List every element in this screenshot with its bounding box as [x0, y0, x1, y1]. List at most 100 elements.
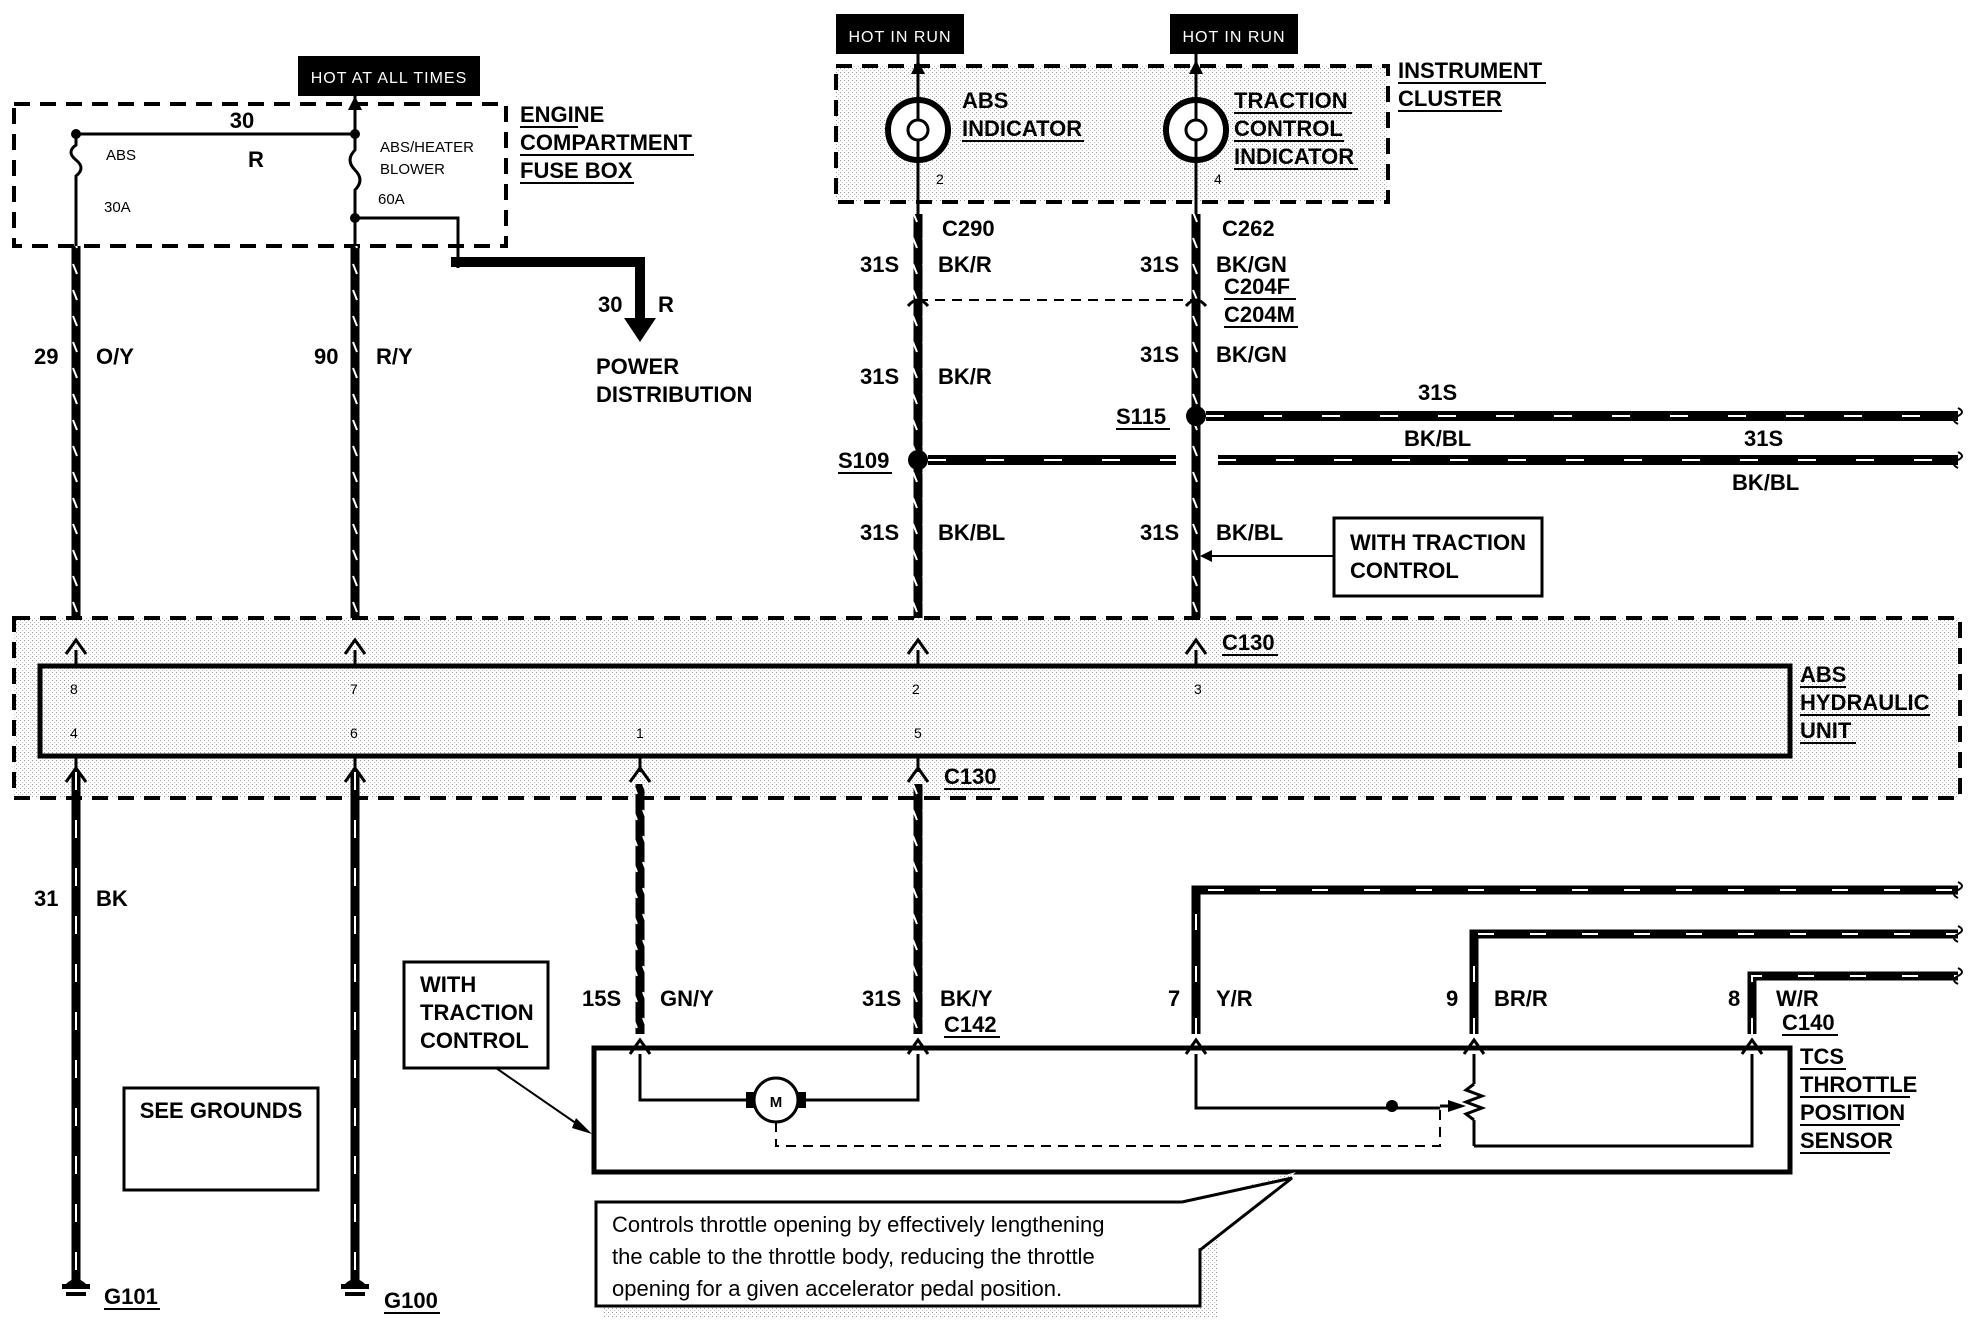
- tcs-throttle-position-sensor: M TCS THROTTLE POSITION SENSOR: [591, 1037, 1917, 1175]
- wire-b-bot-circuit: 31S: [1140, 520, 1179, 545]
- wire-8-circuit: 8: [1728, 986, 1740, 1011]
- wire-31-color: BK: [96, 886, 128, 911]
- pin-8: 8: [70, 681, 78, 697]
- wire-b-mid-circuit: 31S: [1140, 342, 1179, 367]
- ground-g101-icon: [62, 1279, 90, 1296]
- wire-a-mid-circuit: 31S: [860, 364, 899, 389]
- wire-29-color: O/Y: [96, 344, 134, 369]
- wire-29-circuit: 29: [34, 344, 58, 369]
- c204f-label: C204F: [1224, 274, 1290, 299]
- abs-indicator-label-1: ABS: [962, 88, 1008, 113]
- instrument-cluster: HOT IN RUN HOT IN RUN 2 ABS INDICATOR 4 …: [834, 14, 1546, 204]
- tcs-title-1: TCS: [1800, 1044, 1844, 1069]
- power-dist-circuit: 30: [598, 292, 622, 317]
- wire-9-brr: [1469, 929, 1958, 1034]
- g101-label: G101: [104, 1284, 158, 1309]
- abs-indicator-pin: 2: [936, 171, 944, 187]
- note-line-1: Controls throttle opening by effectively…: [612, 1212, 1104, 1237]
- with-tc-lower-line1: WITH: [420, 972, 476, 997]
- description-note: Controls throttle opening by effectively…: [594, 1172, 1296, 1318]
- with-traction-control-note-lower: WITH TRACTION CONTROL: [402, 960, 592, 1134]
- with-traction-control-note-upper: WITH TRACTION CONTROL: [1200, 516, 1544, 598]
- lower-wiring: 31 BK 15S GN/Y 31S BK/Y C142 7 Y/R 9 BR/…: [34, 772, 1963, 1280]
- see-grounds-label: SEE GROUNDS: [140, 1098, 303, 1123]
- tc-indicator-label-3: INDICATOR: [1234, 144, 1354, 169]
- hydraulic-unit-title-1: ABS: [1800, 662, 1846, 687]
- wire-b-bot-color: BK/BL: [1216, 520, 1283, 545]
- see-grounds-box: SEE GROUNDS: [122, 1086, 320, 1192]
- wire-b-top-circuit: 31S: [1140, 252, 1179, 277]
- cluster-title-1: INSTRUMENT: [1398, 58, 1543, 83]
- engine-compartment-fuse-box: 30 R ABS 30A ABS/HEATER BLOWER 60A ENGIN…: [12, 102, 694, 268]
- abs-indicator-label-2: INDICATOR: [962, 116, 1082, 141]
- c204m-label: C204M: [1224, 302, 1295, 327]
- power-dist-color: R: [658, 292, 674, 317]
- upper-wiring: 29 O/Y 90 R/Y C290 31S BK/R 31S BK/R 31S…: [34, 200, 1963, 650]
- c290-label: C290: [942, 216, 995, 241]
- c140-label: C140: [1782, 1010, 1835, 1035]
- motor-label: M: [770, 1094, 783, 1111]
- with-tc-upper-line1: WITH TRACTION: [1350, 530, 1526, 555]
- ground-g100: G100: [341, 1279, 440, 1314]
- wire-7-circuit: 7: [1168, 986, 1180, 1011]
- pin-6: 6: [350, 725, 358, 741]
- pin-5: 5: [914, 725, 922, 741]
- wire-90-circuit: 90: [314, 344, 338, 369]
- abs-fuse-icon: [69, 134, 83, 218]
- fuse-box-title-2: COMPARTMENT: [520, 130, 692, 155]
- wire-15s-color: GN/Y: [660, 986, 714, 1011]
- harness-2-circuit: 31S: [1744, 426, 1783, 451]
- g100-label: G100: [384, 1288, 438, 1313]
- tc-indicator-label-1: TRACTION: [1234, 88, 1348, 113]
- hot-at-all-times-label: HOT AT ALL TIMES: [311, 70, 468, 87]
- abs-fuse-rating: 30A: [104, 199, 131, 216]
- cluster-title-2: CLUSTER: [1398, 86, 1502, 111]
- wire-15s-circuit: 15S: [582, 986, 621, 1011]
- wire-a-mid-color: BK/R: [938, 364, 992, 389]
- harness-1-color: BK/BL: [1404, 426, 1471, 451]
- splice-s115: [1186, 406, 1206, 426]
- abs-indicator-bulb-icon: [885, 97, 951, 200]
- with-tc-lower-line2: TRACTION: [420, 1000, 534, 1025]
- note-line-2: the cable to the throttle body, reducing…: [612, 1244, 1095, 1269]
- heater-fuse-rating: 60A: [378, 191, 405, 208]
- c262-label: C262: [1222, 216, 1275, 241]
- power-dist-label-2: DISTRIBUTION: [596, 382, 752, 407]
- heater-fuse-name-2: BLOWER: [380, 161, 445, 178]
- wire-31s-bky-color: BK/Y: [940, 986, 993, 1011]
- wire-90-color: R/Y: [376, 344, 413, 369]
- s115-label: S115: [1116, 404, 1166, 429]
- with-tc-upper-line2: CONTROL: [1350, 558, 1459, 583]
- abs-hydraulic-unit: C130 8 7 2 3 4 6 1 5 C130 ABS HYDRAULIC …: [12, 616, 1962, 800]
- wire-b-mid-color: BK/GN: [1216, 342, 1287, 367]
- ground-g100-icon: [341, 1279, 369, 1296]
- hot-in-run-2: HOT IN RUN: [1182, 29, 1285, 46]
- tcs-title-4: SENSOR: [1800, 1128, 1893, 1153]
- wire-9-color: BR/R: [1494, 986, 1548, 1011]
- pin-7: 7: [350, 681, 358, 697]
- wire-a-top-color: BK/R: [938, 252, 992, 277]
- pin-4: 4: [70, 725, 78, 741]
- wire-31s-bky-circuit: 31S: [862, 986, 901, 1011]
- wire-7-yr: [1191, 885, 1958, 1034]
- hot-in-run-1: HOT IN RUN: [848, 29, 951, 46]
- wire-a-bot-color: BK/BL: [938, 520, 1005, 545]
- pin-3: 3: [1194, 681, 1202, 697]
- wire-9-circuit: 9: [1446, 986, 1458, 1011]
- power-dist-label-1: POWER: [596, 354, 679, 379]
- heater-fuse-icon: [348, 134, 362, 218]
- fuse-box-title-3: FUSE BOX: [520, 158, 633, 183]
- bus-color-label: R: [248, 147, 264, 172]
- harness-2-color: BK/BL: [1732, 470, 1799, 495]
- wire-b-top-color: BK/GN: [1216, 252, 1287, 277]
- c130-top-label: C130: [1222, 630, 1275, 655]
- tcs-title-3: POSITION: [1800, 1100, 1905, 1125]
- wire-31-circuit: 31: [34, 886, 58, 911]
- s109-label: S109: [838, 448, 889, 473]
- abs-fuse-name: ABS: [106, 147, 136, 164]
- with-tc-lower-line3: CONTROL: [420, 1028, 529, 1053]
- potentiometer-icon: [1461, 1082, 1487, 1122]
- pin-2: 2: [912, 681, 920, 697]
- tc-indicator-label-2: CONTROL: [1234, 116, 1343, 141]
